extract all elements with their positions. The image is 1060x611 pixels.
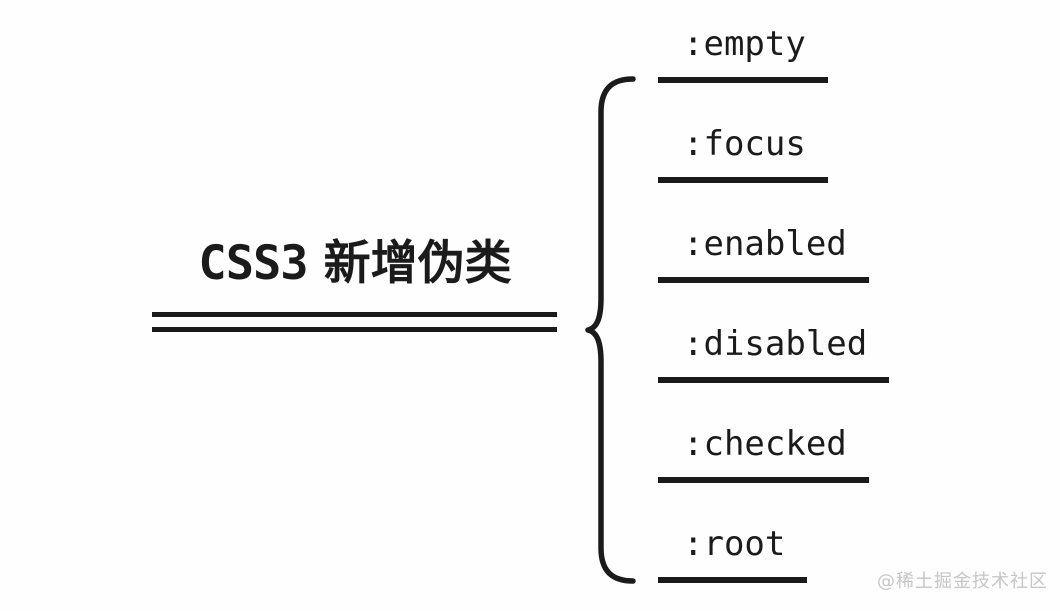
root-node: CSS3 新增伪类 bbox=[150, 234, 560, 294]
branch-label: :focus bbox=[683, 124, 806, 164]
root-node-double-underline bbox=[152, 312, 557, 332]
branch-underline: :focus bbox=[658, 122, 828, 183]
root-node-title: CSS3 新增伪类 bbox=[150, 234, 560, 294]
branch-label: :root bbox=[683, 524, 786, 564]
curly-brace-icon bbox=[585, 76, 636, 584]
branch-underline: :disabled bbox=[658, 322, 890, 383]
root-title-zh: 新增伪类 bbox=[323, 236, 512, 291]
branch-label: :enabled bbox=[683, 224, 847, 264]
branch-label: :empty bbox=[683, 24, 806, 64]
branch-label: :disabled bbox=[683, 324, 868, 364]
branch-underline: :checked bbox=[658, 422, 869, 483]
branch-underline: :root bbox=[658, 522, 808, 583]
branch-underline: :empty bbox=[658, 22, 828, 83]
watermark: @稀土掘金技术社区 bbox=[877, 571, 1048, 592]
branch-label: :checked bbox=[683, 424, 847, 464]
root-title-en: CSS3 bbox=[198, 236, 308, 291]
branch-underline: :enabled bbox=[658, 222, 869, 283]
curly-brace-connector bbox=[584, 72, 640, 588]
